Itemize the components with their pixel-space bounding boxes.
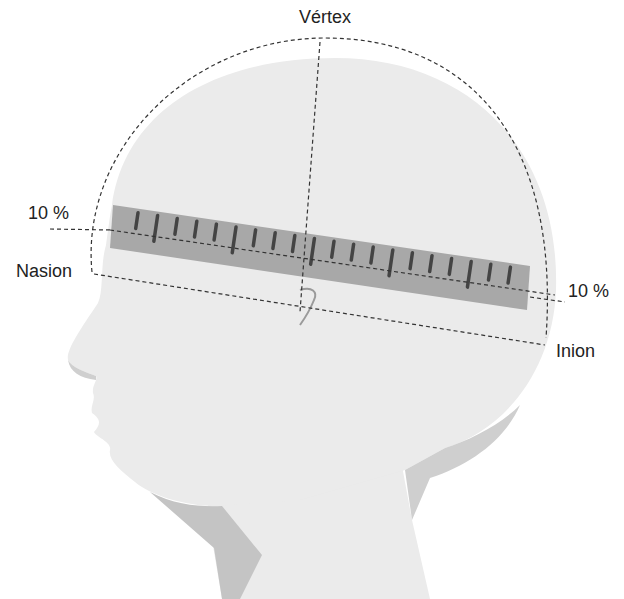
tape-tick <box>292 236 294 252</box>
landmark-label: Inion <box>556 342 595 362</box>
tape-tick <box>195 221 197 237</box>
tape-tick <box>508 267 510 283</box>
landmark-label: Nasion <box>16 262 72 282</box>
tape-tick <box>430 256 432 272</box>
ten-percent-line <box>50 229 565 302</box>
tape-tick <box>253 230 255 246</box>
vertex-line <box>300 42 320 312</box>
tape-tick <box>449 259 451 275</box>
tape-tick <box>332 241 334 257</box>
percent-label: 10 % <box>28 204 69 224</box>
tape-tick <box>488 264 490 280</box>
nasion-inion-line <box>94 274 545 345</box>
tape-tick <box>389 250 393 276</box>
tape-tick <box>154 216 158 242</box>
tape-ticks <box>136 213 511 287</box>
skull-shadow <box>405 405 520 520</box>
tape-tick <box>351 244 353 260</box>
nose-shadow <box>68 360 96 380</box>
tape-tick <box>175 218 177 234</box>
jaw-shadow <box>150 492 262 599</box>
tape-tick <box>371 247 373 263</box>
tape-tick <box>136 213 138 229</box>
tape-tick <box>410 253 412 269</box>
outer-arc <box>91 38 547 338</box>
landmark-label: Vértex <box>299 8 351 28</box>
measuring-tape <box>110 205 530 310</box>
tape-tick <box>273 233 275 249</box>
tape-tick <box>214 224 216 240</box>
percent-label: 10 % <box>568 282 609 302</box>
